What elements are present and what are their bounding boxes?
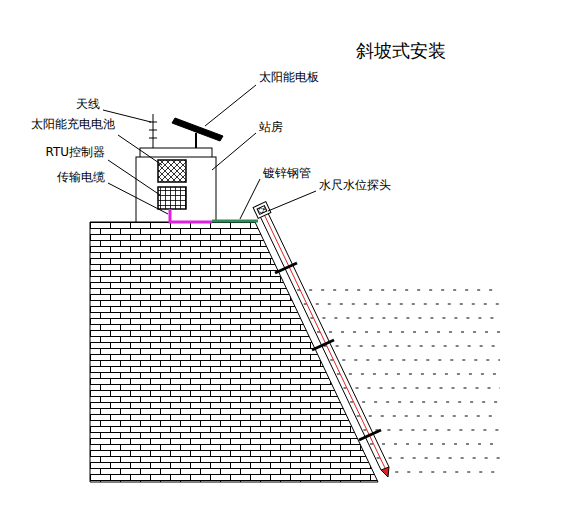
- antenna: [149, 114, 157, 148]
- leader-lines: [103, 85, 316, 219]
- part-label: 传输电缆: [56, 170, 106, 184]
- battery-box: [158, 160, 186, 182]
- galvanized-pipe: [212, 220, 258, 223]
- part-label: 太阳能电板: [258, 70, 320, 84]
- solar-panel: [172, 118, 223, 148]
- transmission-cable: [170, 209, 212, 222]
- rtu-box: [158, 187, 186, 209]
- part-label: 天线: [75, 97, 101, 111]
- diagram-title: 斜坡式安装: [356, 40, 446, 62]
- part-label: 太阳能充电电池: [30, 117, 116, 131]
- part-label: RTU控制器: [44, 145, 106, 159]
- water-gauge-probe: [253, 202, 389, 477]
- part-label: 镀锌钢管: [262, 166, 312, 180]
- part-label: 站房: [258, 120, 284, 134]
- brick-bank: [90, 222, 378, 482]
- part-label: 水尺水位探头: [318, 178, 392, 192]
- station-house: [136, 148, 216, 222]
